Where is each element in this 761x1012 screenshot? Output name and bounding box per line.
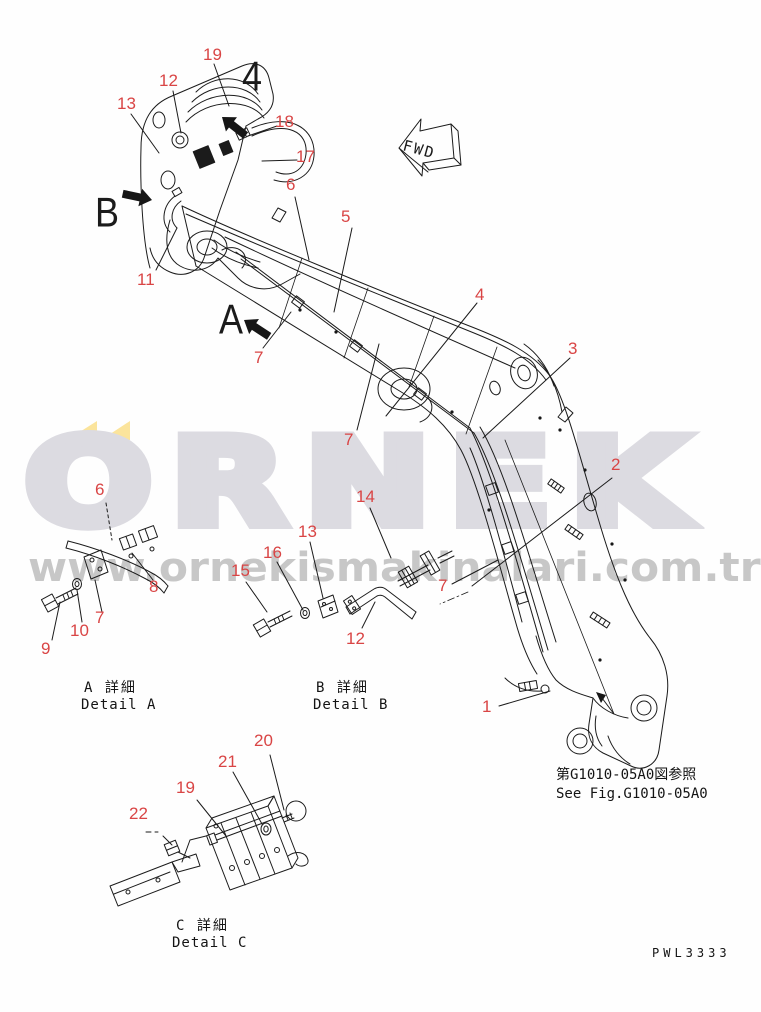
detail-a-title-en: Detail A	[81, 697, 157, 713]
boom-elbow-and-bosses	[377, 343, 597, 512]
reference-note-jp: 第G1010-05A0図参照	[556, 767, 697, 783]
reference-arrow	[504, 439, 615, 715]
part-callout[interactable]: 21	[218, 752, 237, 771]
part-callout[interactable]: 13	[298, 522, 317, 541]
part-callout[interactable]: 10	[70, 621, 89, 640]
boom-outline	[181, 205, 669, 769]
part-callout[interactable]: 7	[438, 576, 448, 595]
part-callout[interactable]: 7	[344, 430, 354, 449]
fwd-label: FWD	[401, 136, 438, 162]
detail-a-parts	[40, 525, 169, 613]
part-callout[interactable]: 12	[346, 629, 365, 648]
part-callout[interactable]: 12	[159, 71, 178, 90]
part-callout[interactable]: 8	[149, 577, 159, 596]
detail-a-title-jp: A 詳細	[84, 680, 137, 696]
part-callout[interactable]: 7	[95, 608, 105, 627]
part-callout[interactable]: 5	[341, 207, 351, 226]
part-callout[interactable]: 19	[203, 45, 222, 64]
boom-piping	[235, 251, 627, 694]
part-callout[interactable]: 19	[176, 778, 195, 797]
part-callout[interactable]: 11	[137, 270, 155, 289]
part-callout[interactable]: 20	[254, 731, 273, 750]
fwd-arrow: FWD	[398, 118, 462, 177]
part-callout[interactable]: 13	[117, 94, 136, 113]
part-callout[interactable]: 7	[254, 348, 264, 367]
drawing-code: PWL3333	[652, 946, 731, 960]
view-arrow-A	[244, 318, 272, 340]
part-callout[interactable]: 3	[568, 339, 578, 358]
detail-b-parts	[252, 550, 455, 638]
boom-foot	[566, 694, 658, 765]
part-callout[interactable]: 18	[275, 112, 294, 131]
reference-note-en: See Fig.G1010-05A0	[556, 786, 708, 802]
detail-c-title-jp: C 詳細	[176, 918, 229, 934]
view-letter: A	[219, 295, 244, 343]
part-callout[interactable]: 15	[231, 561, 250, 580]
part-callout[interactable]: 17	[296, 147, 315, 166]
detail-b-title-jp: B 詳細	[316, 680, 369, 696]
part-callout[interactable]: 9	[41, 639, 51, 658]
part-callout[interactable]: 16	[263, 543, 282, 562]
view-letter: 4	[242, 52, 263, 100]
part-callout[interactable]: 14	[356, 487, 375, 506]
part-callout[interactable]: 1	[482, 697, 492, 716]
detail-c-title-en: Detail C	[172, 935, 248, 951]
part-callout[interactable]: 4	[475, 285, 485, 304]
part-callout[interactable]: 6	[95, 480, 105, 499]
detail-b-title-en: Detail B	[313, 697, 389, 713]
watermark-brand: ORNEK	[18, 414, 705, 553]
part-callout[interactable]: 6	[286, 175, 296, 194]
view-arrow-4	[222, 117, 249, 139]
part-callout[interactable]: 22	[129, 804, 148, 823]
view-letter: B	[95, 188, 120, 236]
view-arrow-B	[121, 188, 152, 207]
part-callout[interactable]: 2	[611, 455, 621, 474]
leader-lines	[51, 63, 613, 846]
